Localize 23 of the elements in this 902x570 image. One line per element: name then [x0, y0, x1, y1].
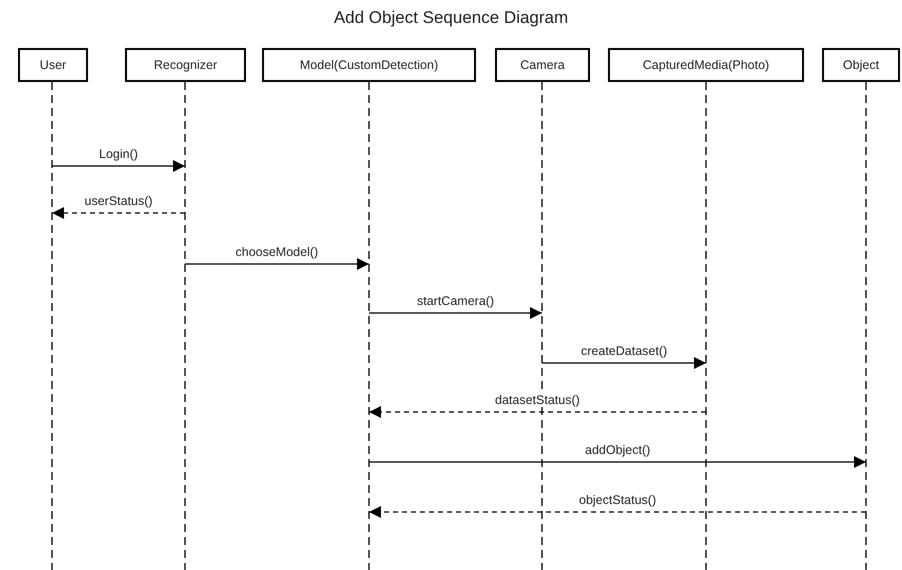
participant-name: User — [40, 58, 66, 72]
message-arrow — [369, 456, 866, 468]
message-label: addObject() — [584, 443, 652, 457]
message-arrow — [52, 160, 185, 172]
return-message-arrow — [369, 406, 706, 418]
message-arrow — [369, 307, 542, 319]
message-label: chooseModel() — [234, 245, 320, 259]
diagram-title: Add Object Sequence Diagram — [334, 8, 568, 28]
participant-name: Recognizer — [154, 58, 218, 72]
participant-name: Object — [842, 58, 880, 72]
message-label: Login() — [98, 147, 139, 161]
message-arrow — [185, 258, 369, 270]
message-label: userStatus() — [84, 194, 154, 208]
message-arrow — [542, 357, 706, 369]
participant-name: Camera — [520, 58, 565, 72]
message-label: datasetStatus() — [494, 393, 581, 407]
message-label: objectStatus() — [578, 493, 658, 507]
participant-name: Model(CustomDetection) — [300, 58, 438, 72]
return-message-arrow — [52, 207, 185, 219]
message-label: startCamera() — [416, 294, 496, 308]
participant-name: CapturedMedia(Photo) — [642, 58, 770, 72]
return-message-arrow — [369, 506, 866, 518]
message-label: createDataset() — [580, 344, 668, 358]
